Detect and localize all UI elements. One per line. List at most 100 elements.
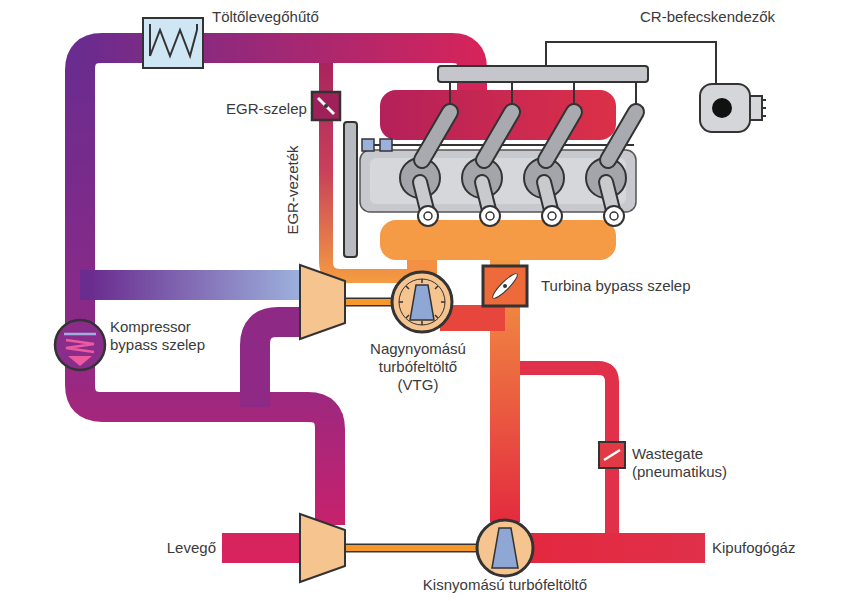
crank-pin (418, 206, 438, 226)
component-label: Turbina bypass szelep (541, 277, 691, 295)
component-label: Nagynyomású turbófeltöltő (VTG) (358, 340, 478, 394)
turbine (477, 520, 533, 576)
fuel-pump (762, 115, 766, 117)
engine-block (360, 150, 636, 212)
turbine (421, 321, 423, 325)
turbine (406, 315, 409, 318)
compressor (300, 265, 345, 339)
turbine-bypass-valve (490, 271, 520, 301)
cylinder (400, 158, 626, 198)
turbine-bypass-valve (503, 284, 507, 288)
pipe (80, 48, 705, 548)
engine-block (370, 158, 626, 204)
crank-pin (486, 212, 494, 220)
component-label: Töltőlevegőhűtő (212, 8, 319, 26)
crank-pin (480, 206, 500, 226)
injector (484, 112, 512, 160)
turbine (410, 285, 434, 320)
wastegate-valve (599, 442, 625, 468)
compressor-bypass-valve (68, 356, 92, 366)
component-label: Levegő (167, 539, 216, 557)
crank-pin (610, 212, 618, 220)
turbine (392, 272, 533, 576)
turbine-bypass-valve (483, 266, 527, 306)
injector (422, 112, 450, 160)
compressor (300, 514, 345, 582)
injector (484, 112, 512, 160)
injector (546, 112, 574, 160)
turbine (441, 301, 445, 303)
wastegate-valve (604, 450, 620, 460)
turbine (421, 279, 423, 283)
pipe (80, 70, 330, 525)
crank-pin (418, 206, 624, 226)
turbine (399, 301, 403, 303)
egr-valve (312, 92, 340, 120)
intercooler (143, 18, 203, 68)
egr-valve (324, 104, 328, 108)
turbine-bypass-valve (483, 266, 527, 306)
pipe (80, 270, 300, 300)
connecting-rod (420, 182, 614, 214)
compressor-bypass-valve (55, 320, 105, 370)
component-label: Kompressor bypass szelep (110, 318, 228, 354)
fuel-pump (700, 84, 750, 132)
exhaust-manifold (380, 220, 616, 260)
fuel-pump (712, 98, 732, 118)
injector (546, 112, 574, 160)
component-label: Kipufogógáz (712, 539, 795, 557)
turbo-shaft (345, 298, 394, 307)
compressor (300, 265, 345, 582)
turbo-shaft (345, 299, 394, 305)
turbine (406, 286, 409, 289)
wastegate-valve (599, 442, 625, 468)
turbo-shaft (345, 302, 479, 548)
fuel-pump (762, 99, 766, 101)
turbine (492, 528, 518, 568)
component-label: EGR-szelep (226, 100, 307, 118)
injector (422, 112, 636, 160)
turbine (392, 272, 452, 332)
egr-valve (312, 92, 340, 120)
crank-pin (542, 206, 562, 226)
common-rail (438, 66, 648, 82)
injector (422, 112, 450, 160)
fuel-pump (750, 96, 762, 120)
compressor-bypass-valve (64, 333, 96, 336)
turbo-shaft (345, 545, 479, 551)
crank-pin (548, 212, 556, 220)
exhaust-manifold (380, 220, 616, 260)
fuel-pump (762, 107, 766, 109)
intercooler (149, 24, 151, 56)
turbo-shaft (345, 544, 479, 553)
pipe (255, 322, 305, 407)
egr-valve (318, 98, 334, 114)
compressor-bypass-valve (55, 320, 105, 370)
turbine (435, 315, 438, 318)
engine-block (380, 139, 392, 151)
pipe (222, 533, 305, 563)
crank-pin (424, 212, 432, 220)
component-label: Wastegate (pneumatikus) (632, 445, 752, 481)
pipe (520, 533, 705, 563)
injector (608, 112, 636, 160)
component-label: CR-befecskendezők (640, 8, 775, 26)
common-rail (438, 42, 716, 84)
compressor-bypass-valve (66, 340, 94, 352)
flywheel-bar (344, 122, 357, 257)
component-label: Kisnyomású turbófeltöltő (423, 576, 587, 594)
injector-line (450, 82, 636, 112)
intercooler (150, 30, 197, 56)
turbine (399, 279, 445, 325)
component-label: EGR-vezeték (284, 145, 302, 234)
intercooler (196, 24, 198, 30)
injector (608, 112, 636, 160)
intercooler (143, 18, 203, 68)
turbine (435, 286, 438, 289)
engine-block (362, 139, 374, 151)
crank-pin (604, 206, 624, 226)
fuel-pump (700, 84, 766, 132)
flywheel-bar (344, 122, 357, 257)
